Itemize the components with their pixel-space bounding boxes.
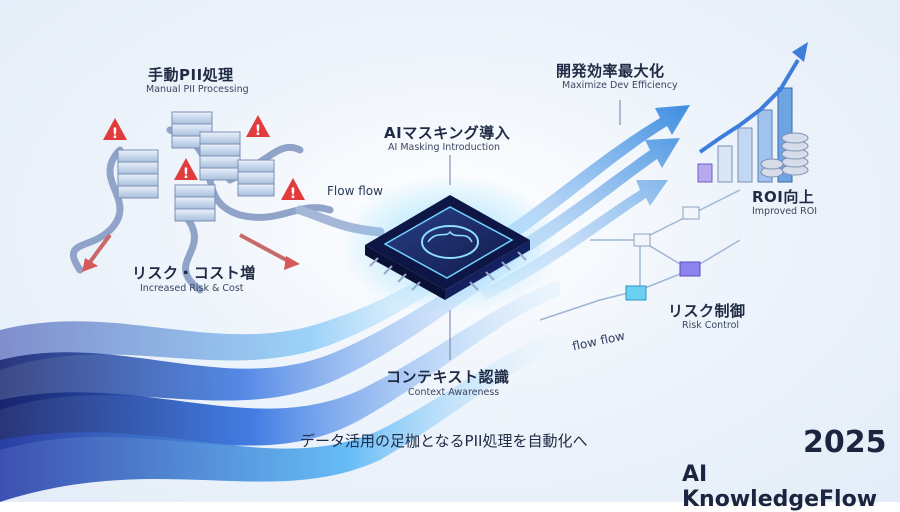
context-subtitle: Context Awareness [408, 387, 500, 398]
red-arrowhead-icon [82, 258, 98, 272]
ai-masking-title: AIマスキング導入 [384, 124, 511, 142]
dev-efficiency-subtitle: Maximize Dev Efficiency [562, 80, 678, 91]
manual-pii-title: 手動PII処理 [148, 66, 234, 84]
risk-arrows [88, 233, 291, 264]
dev-efficiency-title: 開発効率最大化 [556, 62, 665, 80]
manual-pii-subtitle: Manual PII Processing [146, 84, 249, 95]
red-arrowhead-icon [284, 256, 300, 270]
risk-control-subtitle: Risk Control [682, 320, 740, 331]
risk-control-title: リスク制御 [668, 302, 746, 320]
server-stacks-icon [117, 111, 275, 222]
warning-icon: ! [174, 158, 198, 182]
svg-text:!: ! [290, 186, 296, 202]
svg-text:!: ! [112, 126, 118, 142]
roi-growth-chart-icon [697, 42, 809, 183]
warning-icon: ! [281, 178, 305, 202]
risk-control-network [539, 189, 741, 321]
ai-masking-subtitle: AI Masking Introduction [388, 142, 501, 153]
warning-icon: ! [246, 115, 270, 139]
risk-cost-subtitle: Increased Risk & Cost [140, 283, 244, 294]
roi-title: ROI向上 [752, 188, 815, 206]
tagline: データ活用の足枷となるPII処理を自動化へ [300, 432, 588, 450]
warning-icon: ! [103, 118, 127, 142]
data-wave-stream [0, 230, 580, 502]
leader-lines [449, 100, 621, 360]
roi-subtitle: Improved ROI [752, 206, 817, 217]
year-label: 2025 [803, 425, 887, 460]
risk-cost-title: リスク・コスト増 [132, 264, 256, 282]
context-title: コンテキスト認識 [386, 368, 510, 386]
brand-name: AI KnowledgeFlow [682, 462, 878, 512]
ai-chip-icon [365, 195, 530, 300]
flow-label-left: Flow flow [327, 184, 383, 198]
svg-text:!: ! [183, 166, 189, 182]
svg-text:!: ! [255, 123, 261, 139]
